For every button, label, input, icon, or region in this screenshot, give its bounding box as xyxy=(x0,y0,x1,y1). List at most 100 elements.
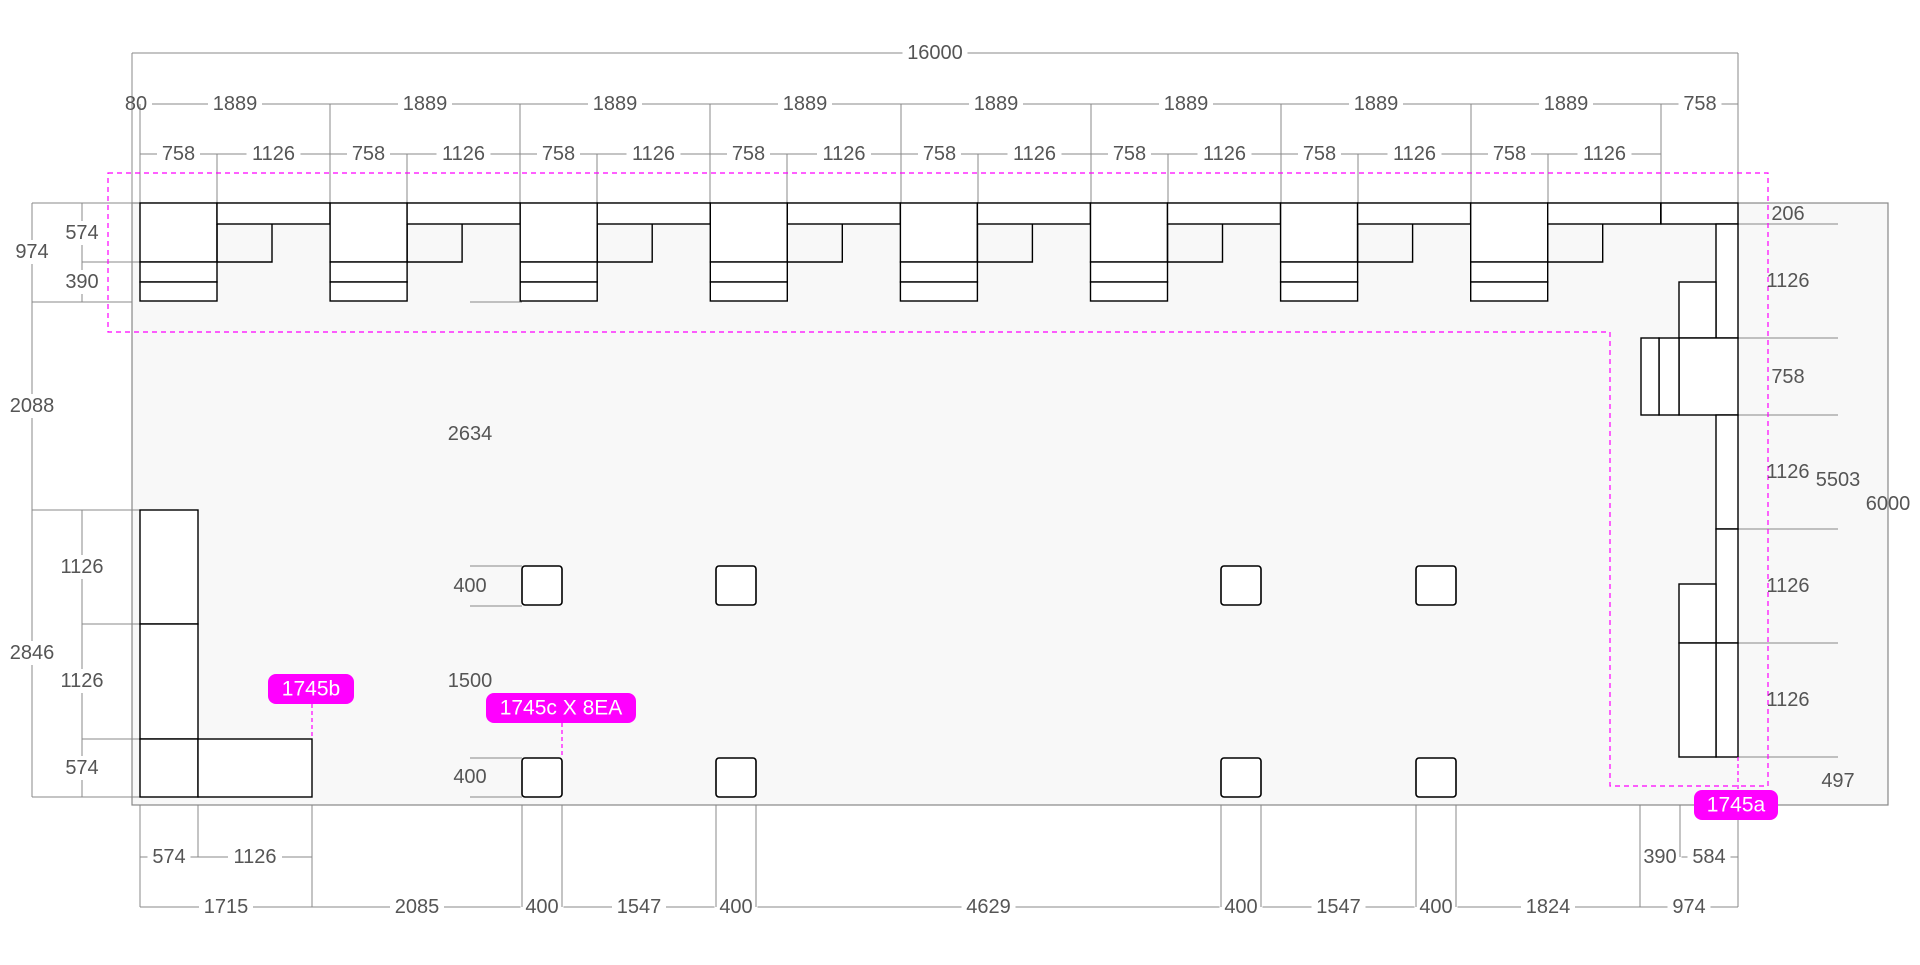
dim-left-label: 1126 xyxy=(60,556,103,578)
desk-module xyxy=(519,202,598,263)
dim-label-mask xyxy=(208,92,262,116)
tag-1745c-text: 1745c X 8EA xyxy=(500,697,623,720)
dim-label-mask xyxy=(1219,895,1263,919)
desk-module-base xyxy=(1279,281,1359,302)
left-bench-panel xyxy=(197,738,313,798)
dim-module-label: 758 xyxy=(542,143,575,165)
dim-right-label: 206 xyxy=(1771,203,1804,225)
column-pillar xyxy=(1220,757,1262,798)
tag-1745a-badge xyxy=(1694,790,1778,820)
right-block-mid xyxy=(1678,337,1739,416)
column-pillar xyxy=(1415,757,1457,798)
dim-bottom2-label: 1715 xyxy=(204,896,249,918)
right-column-panel xyxy=(1715,414,1739,530)
dim-label-mask xyxy=(727,142,770,166)
dim-label-mask xyxy=(1197,142,1252,166)
dim-5503-label: 5503 xyxy=(1816,469,1861,491)
return-leg xyxy=(406,224,463,263)
dim-pitch-label: 1889 xyxy=(1544,93,1589,115)
dim-label-mask xyxy=(714,895,758,919)
dim-mid-label: 2634 xyxy=(448,423,493,445)
desk-module-base xyxy=(1089,281,1169,302)
left-corner-module xyxy=(139,738,199,798)
left-column-panel xyxy=(139,623,199,740)
dim-label-mask xyxy=(157,142,200,166)
tag-1745b-badge xyxy=(268,674,354,704)
dim-label-mask xyxy=(390,895,444,919)
dim-label-mask xyxy=(5,394,59,418)
dim-module-label: 1126 xyxy=(822,143,865,165)
dim-label-mask xyxy=(1687,845,1731,869)
dim-label-mask xyxy=(1539,92,1593,116)
dim-label-mask xyxy=(1521,895,1575,919)
dim-label-mask xyxy=(347,142,390,166)
dim-module-label: 1126 xyxy=(1013,143,1056,165)
dim-pitch-label: 1889 xyxy=(783,93,828,115)
desk-module xyxy=(899,202,979,263)
return-panel xyxy=(1166,202,1282,225)
dim-bottom2-label: 974 xyxy=(1672,896,1705,918)
dim-label-mask xyxy=(60,756,104,780)
dim-bottom2-label: 2085 xyxy=(395,896,440,918)
dim-pitch-label: 1889 xyxy=(213,93,258,115)
dim-label-mask xyxy=(1349,92,1403,116)
dim-label-mask xyxy=(228,845,282,869)
return-panel xyxy=(216,202,331,225)
dim-bottom-label: 1126 xyxy=(233,846,276,868)
desk-module-lower xyxy=(329,261,408,283)
right-column-panel xyxy=(1715,223,1739,339)
dim-label-mask xyxy=(5,641,59,665)
column-pillar xyxy=(521,757,563,798)
dim-right-label: 1126 xyxy=(1766,270,1809,292)
dim-pitch-label: 758 xyxy=(1683,93,1716,115)
return-panel xyxy=(596,202,711,225)
desk-module-lower xyxy=(899,261,979,283)
desk-module xyxy=(1279,202,1359,263)
dim-label-mask xyxy=(520,895,564,919)
dim-bottom2-label: 400 xyxy=(719,896,752,918)
desk-module-base xyxy=(329,281,408,302)
desk-module-base xyxy=(139,281,218,302)
dim-right-label: 1126 xyxy=(1766,689,1809,711)
desk-module-base xyxy=(709,281,788,302)
left-column-panel xyxy=(139,509,199,625)
dim-label-mask xyxy=(199,895,253,919)
dim-left-label: 2846 xyxy=(10,642,55,664)
dim-pitch-label: 1889 xyxy=(1164,93,1209,115)
dim-label-mask xyxy=(537,142,580,166)
dim-left-label: 1126 xyxy=(60,670,103,692)
dim-label-mask xyxy=(961,895,1016,919)
dim-label-mask xyxy=(246,142,301,166)
dim-module-label: 1126 xyxy=(1203,143,1246,165)
desk-module-lower xyxy=(519,261,598,283)
dim-label-mask xyxy=(918,142,961,166)
dim-label-mask xyxy=(60,221,104,245)
right-block xyxy=(1678,583,1717,644)
dim-label-mask xyxy=(398,92,452,116)
right-side-panel xyxy=(1640,337,1660,416)
desk-module-lower xyxy=(139,261,218,283)
dim-label-mask xyxy=(1414,895,1458,919)
right-block-upper xyxy=(1678,281,1717,339)
dim-pitch-label: 1889 xyxy=(403,93,448,115)
dim-bottom2-label: 400 xyxy=(1224,896,1257,918)
dim-pitch-label: 1889 xyxy=(974,93,1019,115)
dim-label-mask xyxy=(1007,142,1062,166)
return-leg xyxy=(976,224,1034,263)
dim-label-mask xyxy=(1678,92,1722,116)
dim-module-label: 1126 xyxy=(1393,143,1436,165)
floor-outline xyxy=(131,202,1889,806)
right-column-panel xyxy=(1715,642,1739,758)
dim-left-label: 390 xyxy=(65,271,98,293)
desk-module xyxy=(1469,202,1549,263)
dim-mid-label: 1500 xyxy=(448,670,493,692)
dim-module-label: 758 xyxy=(732,143,765,165)
dim-label-mask xyxy=(55,669,109,693)
dim-mid-label: 400 xyxy=(453,766,486,788)
right-column-panel xyxy=(1715,528,1739,644)
desk-module-base xyxy=(519,281,598,302)
desk-module-lower xyxy=(1279,261,1359,283)
dim-mid-label: 400 xyxy=(453,575,486,597)
dim-module-label: 758 xyxy=(162,143,195,165)
